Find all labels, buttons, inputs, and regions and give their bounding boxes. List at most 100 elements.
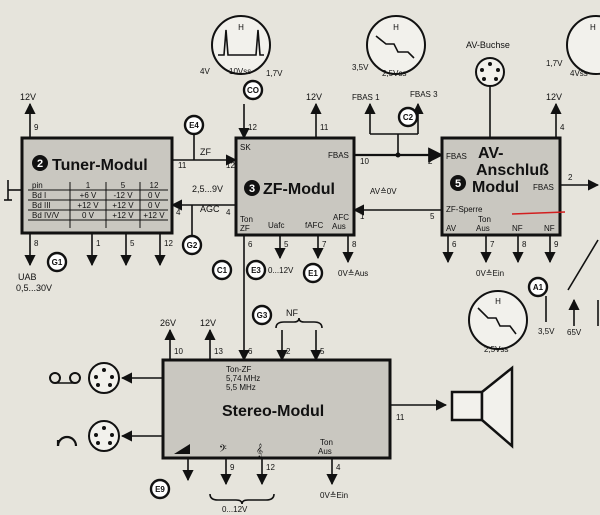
scope1-amplitude: 10Vss (229, 67, 251, 76)
testpoint-co (242, 79, 264, 101)
table-header-12: 12 (150, 181, 159, 190)
av-zf-sperre-label: ZF-Sperre (446, 205, 483, 214)
svg-text:E3: E3 (251, 266, 261, 275)
svg-text:10: 10 (360, 157, 369, 166)
svg-text:5: 5 (430, 212, 435, 221)
headphone-symbol-icon (56, 435, 78, 447)
svg-text:C1: C1 (217, 266, 228, 275)
testpoint-a1 (527, 276, 549, 298)
svg-text:5: 5 (284, 240, 289, 249)
tuner-bottom-pins: 8 1 5 12 (24, 233, 173, 267)
av-nf-label-2: NF (544, 224, 555, 233)
scope4-right-voltage: 3,5V (538, 327, 555, 336)
av-module-number-badge (450, 175, 466, 191)
svg-text:2: 2 (568, 173, 573, 182)
tuner-module (20, 136, 174, 235)
svg-text:9: 9 (554, 240, 559, 249)
stereo-module-title: Stereo-Modul (222, 403, 324, 420)
svg-text:6: 6 (248, 240, 253, 249)
zf-supply-voltage: 12V (306, 92, 322, 102)
zf-module-number-badge (244, 180, 260, 196)
svg-text:1: 1 (96, 239, 101, 248)
svg-text:12: 12 (266, 463, 275, 472)
zf-in-pin: 12 (226, 161, 235, 170)
oscilloscope-display: H (566, 15, 600, 75)
av-fbas-out-label: FBAS (533, 183, 554, 192)
table-cell: +12 V (112, 211, 134, 220)
treble-clef-icon: 𝄞 (256, 443, 263, 457)
zf-fbas-label: FBAS (328, 151, 349, 160)
speaker-icon (450, 365, 514, 449)
tuner-supply-voltage: 12V (20, 92, 36, 102)
svg-text:E9: E9 (155, 485, 165, 494)
zf-module-number: 3 (249, 183, 255, 195)
scope2-left-voltage: 3,5V (352, 63, 369, 72)
table-cell: 0 V (148, 201, 161, 210)
stereo-nf-label: NF (286, 308, 298, 318)
testpoint-g2 (181, 234, 203, 256)
svg-text:E1: E1 (308, 269, 318, 278)
scope4-amplitude: 2,5Vss (484, 345, 508, 354)
av-module-title-3: Modul (472, 179, 519, 196)
svg-text:8: 8 (352, 240, 357, 249)
v65-label: 65V (567, 328, 582, 337)
table-header-pin: pin (32, 181, 43, 190)
scope3-left-voltage: 1,7V (546, 59, 563, 68)
svg-text:4: 4 (560, 123, 565, 132)
svg-text:12V: 12V (200, 318, 216, 328)
zf-sk-label: SK (240, 143, 251, 152)
oscilloscope-display: H (366, 15, 426, 75)
e3-range: 0...12V (268, 266, 294, 275)
av-av-label: AV (446, 224, 457, 233)
svg-text:5: 5 (320, 347, 325, 356)
fbas3-label: FBAS 3 (410, 90, 438, 99)
testpoint-g1 (46, 251, 68, 273)
testpoint-e3 (245, 259, 267, 281)
uab-range: 0,5...30V (16, 283, 52, 293)
scope3-amplitude: 4Vss (570, 69, 588, 78)
table-cell: +12 V (143, 211, 165, 220)
svg-text:H: H (495, 297, 501, 306)
av-supply-voltage: 12V (546, 92, 562, 102)
bass-clef-icon: 𝄢 (219, 443, 227, 457)
table-cell: 0 V (82, 211, 95, 220)
uab-label: UAB (18, 272, 37, 282)
stereo-module (161, 358, 392, 460)
av-module-title-2: Anschluß (476, 162, 549, 179)
tuner-module-title: Tuner-Modul (52, 157, 148, 174)
svg-text:2: 2 (286, 347, 291, 356)
testpoint-e1 (302, 262, 324, 284)
svg-text:A1: A1 (533, 283, 544, 292)
svg-text:6: 6 (248, 347, 253, 356)
svg-text:1: 1 (360, 212, 365, 221)
av-module-number: 5 (455, 178, 461, 190)
svg-text:2: 2 (428, 157, 433, 166)
table-cell: Bd III (32, 201, 51, 210)
testpoint-c1 (211, 259, 233, 281)
svg-text:11: 11 (396, 413, 405, 422)
volume-wedge-icon (174, 444, 190, 454)
agc-zf-pin: 4 (226, 208, 231, 217)
svg-text:8: 8 (522, 240, 527, 249)
zf-module-title: ZF-Modul (263, 181, 335, 198)
testpoint-g3 (251, 304, 273, 326)
av-zero-label: AV≙0V (370, 187, 397, 196)
svg-text:7: 7 (490, 240, 495, 249)
av-socket-icon (475, 57, 505, 138)
av-nf-label-1: NF (512, 224, 523, 233)
agc-label: AGC (200, 204, 220, 214)
din-socket-icon (88, 420, 120, 452)
din-socket-icon (88, 362, 120, 394)
stereo-ton-ein-label: 0V≙Ein (320, 491, 348, 500)
av-bottom-pins: 6 7 8 9 (442, 235, 559, 264)
svg-text:12: 12 (248, 123, 257, 132)
zf-aus-label: Aus (332, 222, 346, 231)
tuner-module-number: 2 (37, 158, 43, 170)
afc-off-label: 0V≙Aus (338, 269, 368, 278)
svg-text:G2: G2 (187, 241, 198, 250)
zf-zf-label: ZF (240, 224, 250, 233)
svg-text:8: 8 (34, 239, 39, 248)
svg-text:C2: C2 (403, 113, 414, 122)
av-fbas-in-label: FBAS (446, 152, 467, 161)
